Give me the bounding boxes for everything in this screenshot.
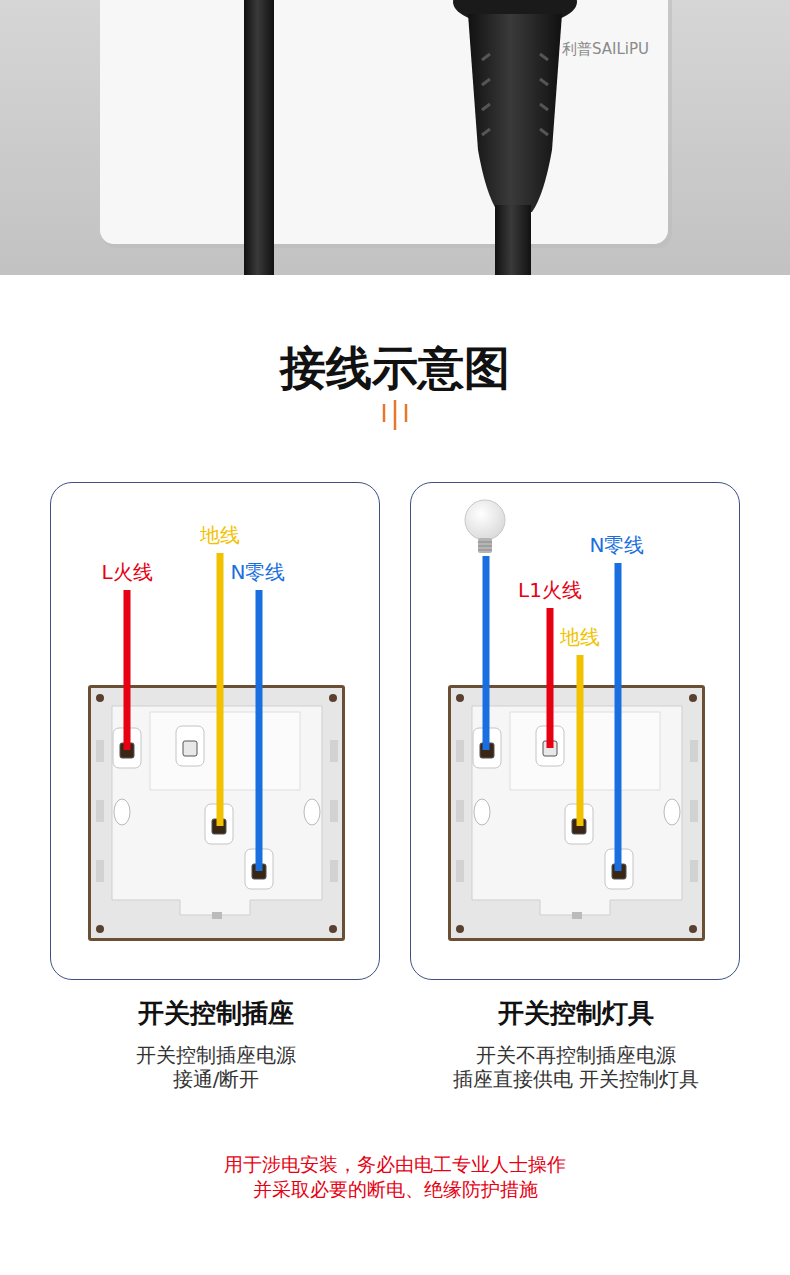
wire-label: L1火线 <box>518 578 582 602</box>
wire <box>124 590 131 750</box>
mount-slot <box>114 799 130 825</box>
title-mark <box>405 404 408 422</box>
socket-plate <box>100 0 668 244</box>
wire <box>547 608 554 748</box>
title-mark <box>383 404 386 422</box>
panel-heading: 开关控制灯具 <box>411 997 741 1030</box>
side-clip <box>96 860 104 882</box>
side-clip <box>456 740 464 762</box>
side-clip <box>690 800 698 822</box>
wire <box>256 590 263 871</box>
light-bulb <box>465 500 505 540</box>
side-clip <box>96 800 104 822</box>
title: 接线示意图 <box>0 340 790 396</box>
bulb-thread <box>478 546 492 547</box>
grip-ridge <box>482 79 548 85</box>
cord <box>495 205 531 275</box>
side-clip <box>456 800 464 822</box>
wire-label: N零线 <box>231 560 286 584</box>
mount-slot <box>664 799 680 825</box>
screw-hole <box>689 694 697 702</box>
warning-note: 用于涉电安装，务必由电工专业人士操作 并采取必要的断电、绝缘防护措施 <box>185 1152 605 1201</box>
terminal-block <box>176 726 204 766</box>
wire-label: 地线 <box>560 625 600 649</box>
side-clip <box>330 740 338 762</box>
screw-hole <box>329 925 337 933</box>
mount-slot <box>474 799 490 825</box>
side-clip <box>690 860 698 882</box>
wire-label: 地线 <box>200 523 240 547</box>
wire-label: N零线 <box>590 533 645 557</box>
screw-hole <box>96 925 104 933</box>
grip-ridge <box>482 104 548 110</box>
plug-grip <box>468 14 562 212</box>
watermark: 利普SAILiPU <box>562 40 649 58</box>
wire-label: L火线 <box>101 560 152 584</box>
panel: 开关控制插座开关控制插座电源 接通/断开 <box>50 482 380 980</box>
grip-ridge <box>482 129 548 135</box>
screw-hole <box>329 694 337 702</box>
side-clip <box>330 860 338 882</box>
side-clip <box>96 740 104 762</box>
side-clip <box>456 860 464 882</box>
side-clip <box>690 740 698 762</box>
tab <box>212 912 222 919</box>
panel-heading: 开关控制插座 <box>51 997 381 1030</box>
cord <box>244 0 274 275</box>
socket-inner <box>510 712 660 790</box>
terminal-hole <box>183 741 197 756</box>
screw-hole <box>456 925 464 933</box>
bulb-thread <box>478 550 492 551</box>
screw-hole <box>96 694 104 702</box>
tab <box>572 912 582 919</box>
wire <box>483 556 490 750</box>
bulb-base <box>478 538 492 553</box>
panel-description: 开关控制插座电源 接通/断开 <box>121 1043 311 1092</box>
mount-slot <box>304 799 320 825</box>
wire <box>577 655 584 826</box>
screw-hole <box>689 925 697 933</box>
panel-description: 开关不再控制插座电源 插座直接供电 开关控制灯具 <box>451 1043 701 1092</box>
title-mark <box>394 400 397 430</box>
grip-ridge <box>482 54 548 60</box>
side-clip <box>330 800 338 822</box>
wire <box>217 553 224 826</box>
bulb-thread <box>478 542 492 543</box>
panel: 开关控制灯具开关不再控制插座电源 插座直接供电 开关控制灯具 <box>410 482 740 980</box>
screw-hole <box>456 694 464 702</box>
socket-inner <box>150 712 300 790</box>
wire <box>615 563 622 871</box>
